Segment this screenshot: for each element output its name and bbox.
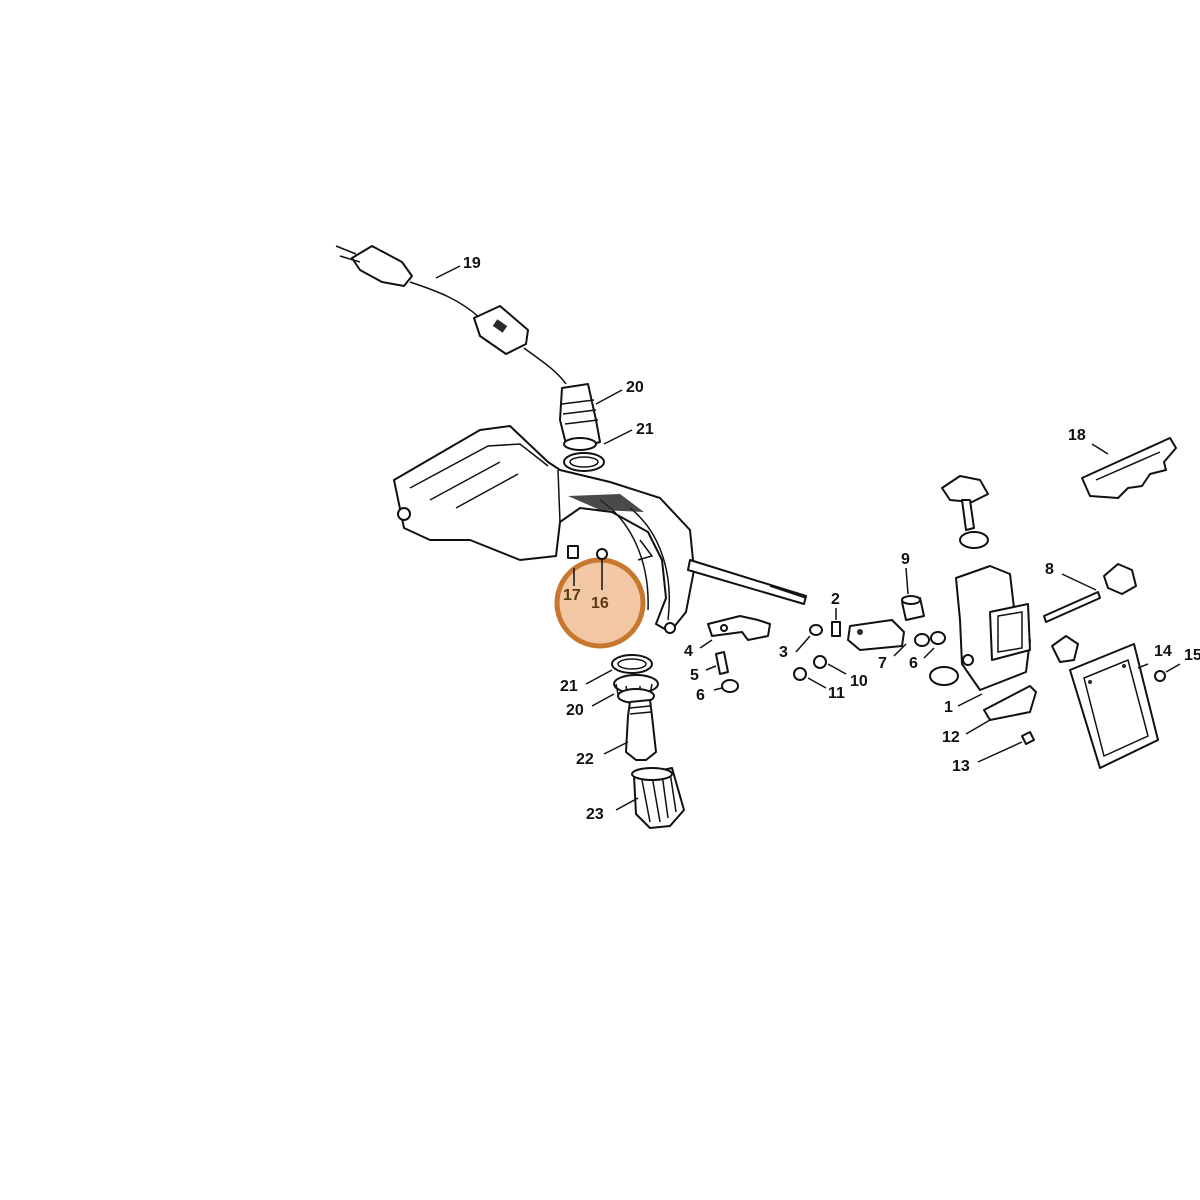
callout-15[interactable]: 15 [1184, 647, 1200, 664]
screw-2[interactable] [831, 621, 841, 637]
ring-lower[interactable] [611, 654, 653, 674]
screw-13[interactable] [1021, 731, 1035, 745]
screw-17[interactable] [567, 545, 579, 559]
callout-10[interactable]: 10 [850, 673, 868, 690]
clamp-body-1[interactable] [929, 565, 1031, 691]
callout-20-lower[interactable]: 20 [566, 702, 584, 719]
glass-plate-14[interactable] [1069, 643, 1159, 769]
callout-9[interactable]: 9 [901, 551, 910, 568]
callout-2[interactable]: 2 [831, 591, 840, 608]
callout-16[interactable]: 16 [591, 595, 609, 612]
callout-23[interactable]: 23 [586, 806, 604, 823]
knob-top[interactable] [941, 475, 989, 549]
bracket-4[interactable] [707, 615, 771, 641]
nut-10[interactable] [813, 655, 827, 669]
lamp-socket-lower[interactable] [613, 674, 659, 704]
callout-12[interactable]: 12 [942, 729, 960, 746]
washer-6-right[interactable] [914, 631, 946, 647]
spring-clip-12[interactable] [983, 685, 1037, 721]
power-cord[interactable] [335, 245, 567, 385]
callout-21-lower[interactable]: 21 [560, 678, 578, 695]
callout-3[interactable]: 3 [779, 644, 788, 661]
main-housing[interactable] [393, 425, 695, 634]
callout-4[interactable]: 4 [684, 643, 693, 660]
callout-11[interactable]: 11 [828, 685, 845, 702]
washer-3[interactable] [809, 624, 823, 636]
sleeve-9[interactable] [901, 595, 925, 621]
callout-20-upper[interactable]: 20 [626, 379, 644, 396]
block-7[interactable] [847, 619, 905, 651]
nut-11[interactable] [793, 667, 807, 681]
lamp-cover[interactable] [631, 767, 685, 829]
callout-19[interactable]: 19 [463, 255, 481, 272]
washer-16[interactable] [596, 548, 608, 560]
knob-side[interactable] [1051, 635, 1079, 663]
bulb[interactable] [625, 699, 657, 761]
rod-8[interactable] [1043, 563, 1137, 623]
lamp-socket-upper[interactable] [559, 383, 601, 451]
pin-5[interactable] [715, 651, 729, 675]
highlight-circle[interactable] [554, 557, 646, 649]
ring-upper[interactable] [563, 452, 605, 472]
callout-5[interactable]: 5 [690, 667, 699, 684]
nut-6-left[interactable] [721, 679, 739, 693]
shaft[interactable] [687, 559, 807, 605]
callout-8[interactable]: 8 [1045, 561, 1054, 578]
callout-1[interactable]: 1 [944, 699, 953, 716]
callout-13[interactable]: 13 [952, 758, 970, 775]
leader-lines [435, 265, 1181, 811]
callouts: 19 20 21 18 17 16 21 20 22 23 4 5 6 3 2 … [463, 255, 1200, 823]
callout-6-left[interactable]: 6 [696, 687, 705, 704]
callout-22[interactable]: 22 [576, 751, 594, 768]
callout-17[interactable]: 17 [563, 587, 581, 604]
callout-14[interactable]: 14 [1154, 643, 1172, 660]
label-plate-18[interactable] [1081, 437, 1177, 499]
callout-18[interactable]: 18 [1068, 427, 1086, 444]
callout-7[interactable]: 7 [878, 655, 887, 672]
screw-15[interactable] [1154, 670, 1166, 682]
callout-21-upper[interactable]: 21 [636, 421, 654, 438]
callout-6-right[interactable]: 6 [909, 655, 918, 672]
